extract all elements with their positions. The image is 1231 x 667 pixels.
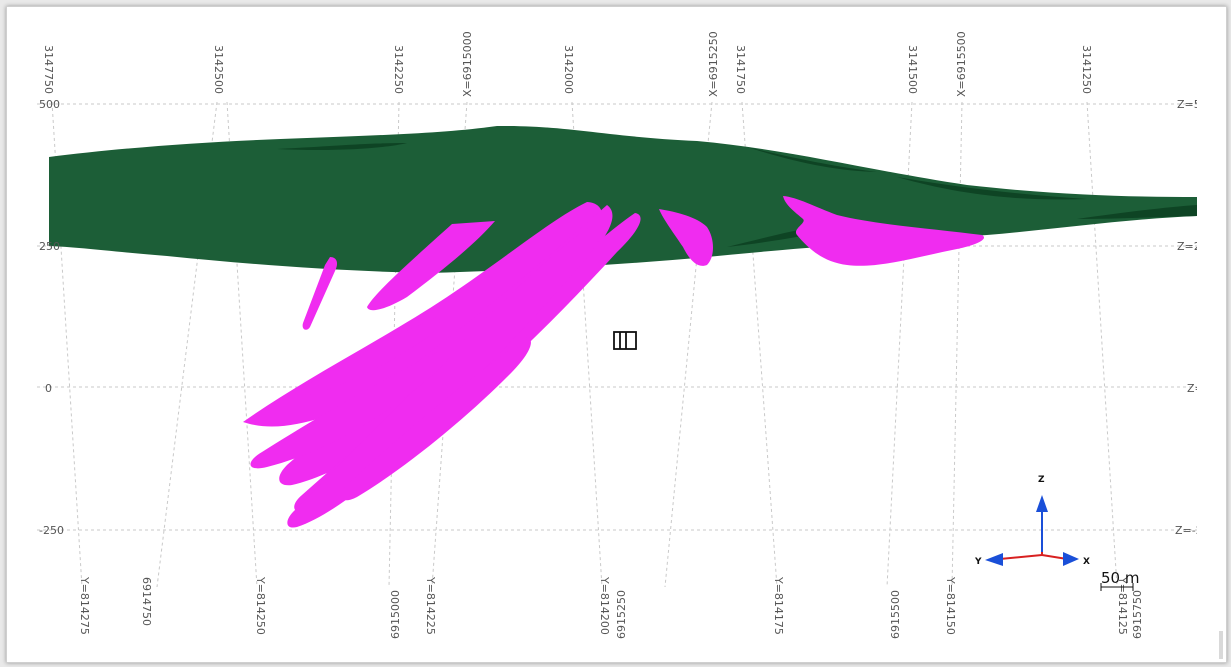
grid-label-top: 3147750 [42,45,55,94]
grid-label-bottom: Y=814175 [772,576,785,635]
grid-label-top: 3141750 [734,45,747,94]
vein-bodies [243,196,985,528]
axis-y-label: Y [974,557,982,567]
grid-label-top: X=6915250 [707,31,720,97]
grid-label-top: X=6915000 [461,31,474,97]
z-label-left: 250 [39,240,60,253]
grid-label-bottom: 6915000 [389,590,402,639]
grid-line-v [1086,101,1118,588]
z-label-right: Z=0 [1187,382,1211,395]
vein [783,196,985,266]
right-z-labels: Z=500 Z=250 Z=0 Z=-250 [1175,98,1217,537]
section-marker[interactable] [613,331,637,350]
y-arrow-icon [985,553,1003,566]
vein [250,347,451,469]
axes-triad: Z Y X [974,475,1090,567]
vertical-scrollbar[interactable] [1219,631,1223,659]
z-arrow-icon [1036,495,1048,512]
grid-label-top: 3142000 [562,45,575,94]
3d-section-viewport[interactable]: 3147750 3142500 3142250 X=6915000 314200… [7,7,1226,662]
grid-label-bottom: 6915500 [889,590,902,639]
z-label-left: -250 [39,524,64,537]
grid-label-bottom: 6915750 [1131,590,1144,639]
vein [303,317,440,396]
grid-line-v [951,101,963,588]
grid-label-top: X=6915500 [955,31,968,97]
axis-x-label: X [1083,557,1090,567]
grid-label-top: 3141500 [906,45,919,94]
vein [367,221,495,311]
z-label-right: Z=250 [1177,240,1215,253]
host-body [49,125,1197,273]
grid-label-bottom: Y=814275 [78,576,91,635]
grid-label-top: 3141250 [1080,45,1093,94]
grid-label-bottom: Y=814200 [598,576,611,635]
scale-bar-label: 50 m [1101,569,1139,587]
x-arrow-icon [1063,552,1079,566]
vein [659,209,713,266]
grid-label-top: 3142250 [392,45,405,94]
grid-label-top: 3142500 [212,45,225,94]
z-label-left: 500 [39,98,60,111]
host-body-dark-top [277,143,1087,200]
scale-bar: 50 m [1100,569,1139,591]
bottom-grid-labels: Y=814275 6914750 Y=814250 6915000 Y=8142… [78,576,1144,639]
vein [302,257,338,330]
grid-label-bottom: Y=814225 [424,576,437,635]
z-label-left: 0 [45,382,52,395]
top-grid-labels: 3147750 3142500 3142250 X=6915000 314200… [42,31,1093,97]
axis-z-label: Z [1038,475,1045,485]
grid-label-bottom: 6915250 [615,590,628,639]
left-z-labels: 500 250 0 -250 [39,98,64,537]
grid-label-bottom: Y=814250 [254,576,267,635]
grid-label-bottom: 6914750 [140,577,153,626]
host-body-shape [49,125,1197,273]
model-viewport-frame: 3147750 3142500 3142250 X=6915000 314200… [6,6,1227,663]
grid-label-bottom: Y=814125 [1116,576,1129,635]
vein [287,222,602,528]
vein [340,337,531,501]
grid-label-bottom: Y=814150 [944,576,957,635]
z-label-right: Z=500 [1177,98,1215,111]
z-label-right: Z=-250 [1175,524,1217,537]
